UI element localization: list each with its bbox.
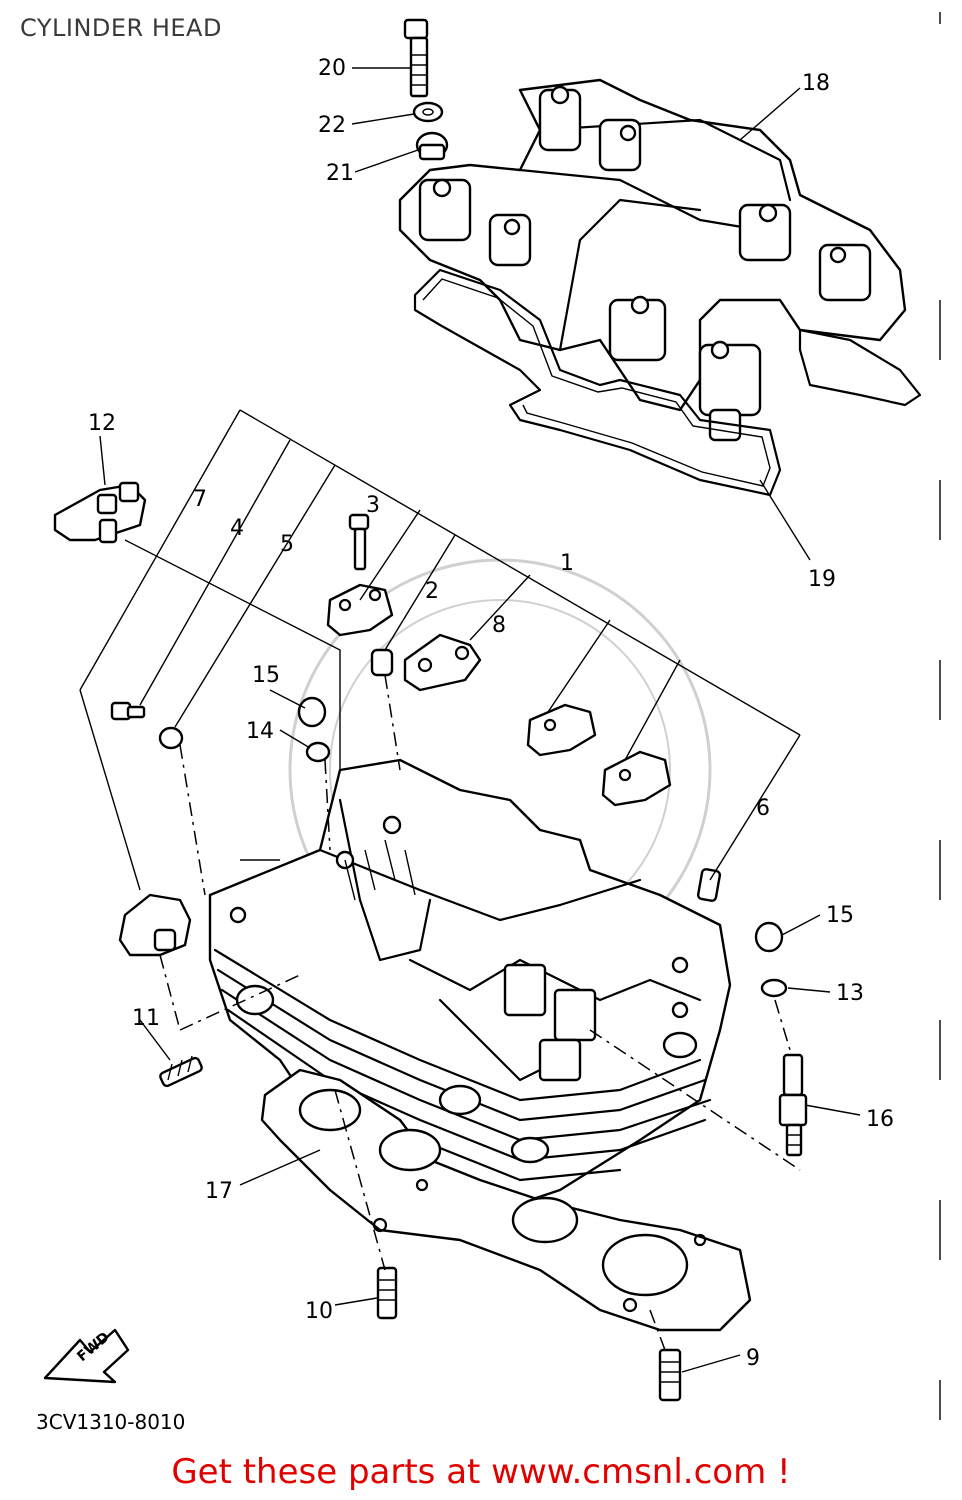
callout-20: 20 (318, 56, 346, 81)
washer-left[interactable] (305, 741, 331, 763)
callout-16: 16 (866, 1107, 894, 1132)
footer-link[interactable]: Get these parts at www.cmsnl.com ! (171, 1452, 791, 1492)
forward-arrow-icon: FWD (43, 1328, 130, 1384)
stud-10[interactable] (376, 1266, 398, 1320)
callout-21: 21 (326, 161, 354, 186)
callout-13: 13 (836, 981, 864, 1006)
cam-cap-bolt[interactable] (348, 513, 370, 571)
callout-2: 2 (425, 579, 439, 604)
callout-5: 5 (280, 532, 294, 557)
callout-6: 6 (756, 796, 770, 821)
cam-chain-guide[interactable] (403, 633, 482, 692)
callout-8: 8 (492, 613, 506, 638)
callout-15-right: 15 (826, 903, 854, 928)
o-ring[interactable] (158, 726, 184, 750)
cap-nut-left[interactable] (297, 696, 327, 728)
cover-bolt[interactable] (403, 18, 429, 98)
callout-19: 19 (808, 567, 836, 592)
valve-cover[interactable] (398, 78, 907, 442)
callout-4: 4 (230, 516, 244, 541)
exhaust-stud-11[interactable] (159, 1055, 203, 1088)
cam-cap-upper[interactable] (326, 583, 394, 637)
callout-3: 3 (366, 493, 380, 518)
dowel-pin[interactable] (370, 648, 394, 677)
callout-11: 11 (132, 1006, 160, 1031)
spark-plug[interactable] (778, 1053, 808, 1157)
callout-9: 9 (746, 1346, 760, 1371)
callout-18: 18 (802, 71, 830, 96)
callout-17: 17 (205, 1179, 233, 1204)
callout-22: 22 (318, 113, 346, 138)
valve-cover-gasket[interactable] (413, 268, 922, 497)
cam-cap-right[interactable] (601, 750, 672, 807)
callout-12: 12 (88, 411, 116, 436)
washer-right[interactable] (760, 978, 788, 998)
callout-14: 14 (246, 719, 274, 744)
diagram-title: CYLINDER HEAD (20, 14, 222, 42)
head-bracket[interactable] (118, 893, 192, 957)
stud-9[interactable] (658, 1348, 682, 1402)
pin-6[interactable] (696, 868, 722, 902)
cylinder-head-gasket[interactable] (260, 1068, 752, 1332)
callout-15-left: 15 (252, 663, 280, 688)
cap-nut-right[interactable] (754, 921, 784, 953)
plug-bolt[interactable] (110, 701, 146, 721)
callout-7: 7 (193, 487, 207, 512)
callout-10: 10 (305, 1299, 333, 1324)
callout-1: 1 (560, 551, 574, 576)
diagram-code: 3CV1310-8010 (36, 1410, 186, 1434)
leader-lines (79, 67, 861, 1373)
cover-grommet[interactable] (415, 131, 449, 161)
cam-cap-middle[interactable] (526, 703, 597, 757)
sealing-washer[interactable] (412, 101, 444, 123)
callout-numbers: 1 2 3 4 5 6 7 8 9 10 11 12 13 14 15 15 1… (88, 56, 894, 1371)
cam-sensor-block[interactable] (53, 481, 147, 544)
